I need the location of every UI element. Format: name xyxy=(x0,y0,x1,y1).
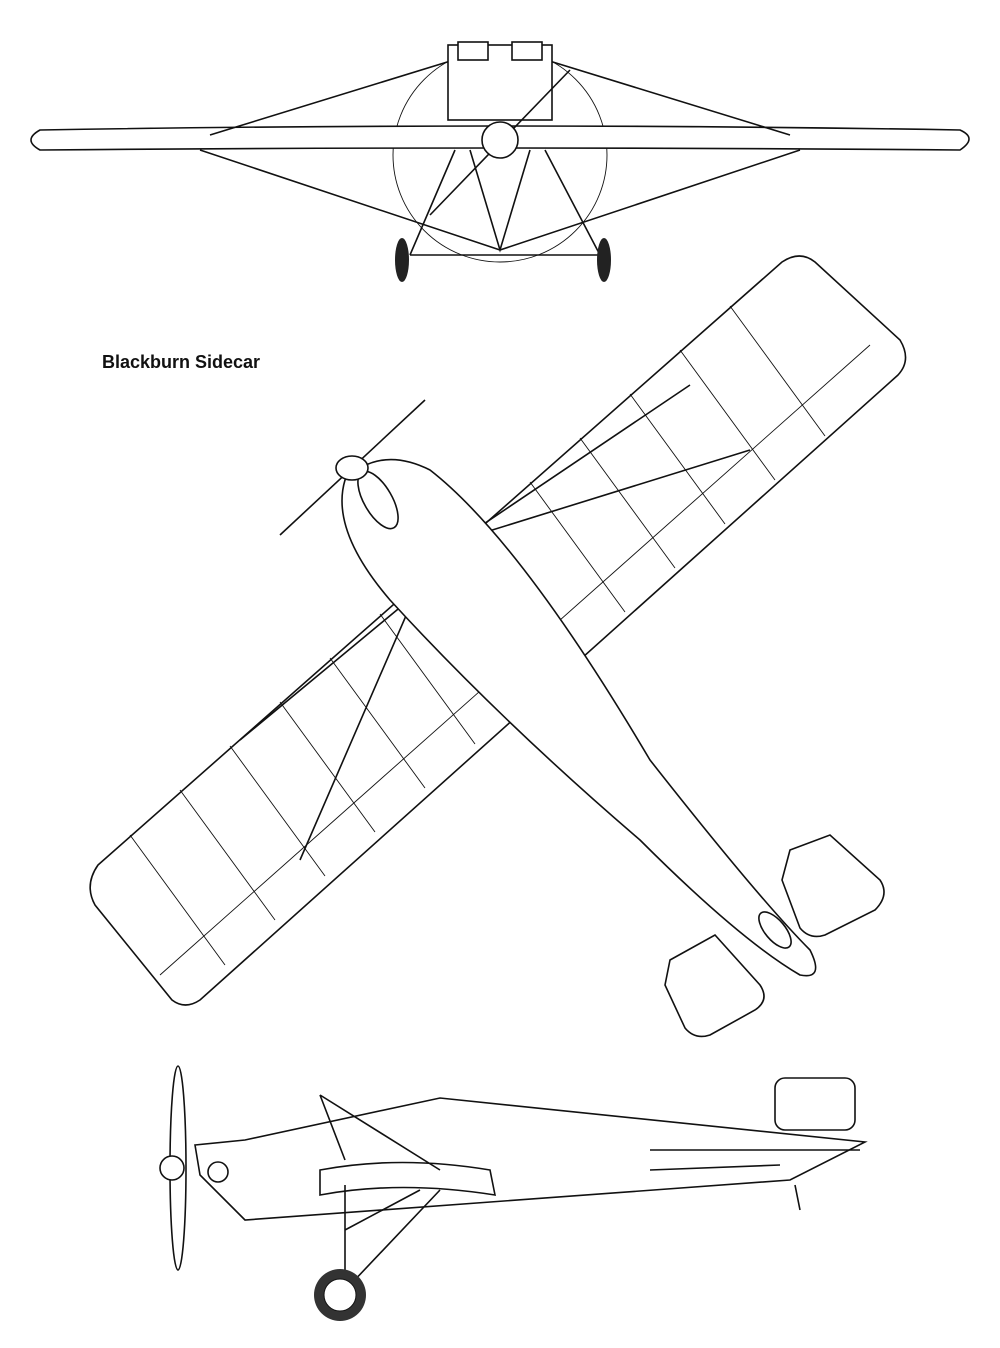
front-undercarriage xyxy=(409,149,601,256)
right-wheel xyxy=(597,238,611,282)
plan-bracing-wires xyxy=(239,384,751,861)
spinner xyxy=(481,121,519,159)
side-spinner xyxy=(159,1155,185,1181)
left-tailplane xyxy=(664,933,765,1038)
plan-spinner xyxy=(335,455,369,481)
right-tailplane xyxy=(781,834,885,938)
left-wheel xyxy=(395,238,409,282)
drawing-title: Blackburn Sidecar xyxy=(102,352,261,372)
side-view xyxy=(159,1065,868,1321)
front-bracing-wires xyxy=(199,54,801,251)
side-wing xyxy=(319,1161,497,1196)
rudder xyxy=(774,1077,856,1131)
front-view xyxy=(30,41,970,282)
side-struts xyxy=(319,1094,441,1286)
engine xyxy=(207,1161,229,1183)
plan-fuselage xyxy=(341,458,817,977)
side-tail-wires xyxy=(649,1149,860,1211)
plan-view xyxy=(89,255,907,1038)
side-fuselage xyxy=(194,1097,868,1221)
